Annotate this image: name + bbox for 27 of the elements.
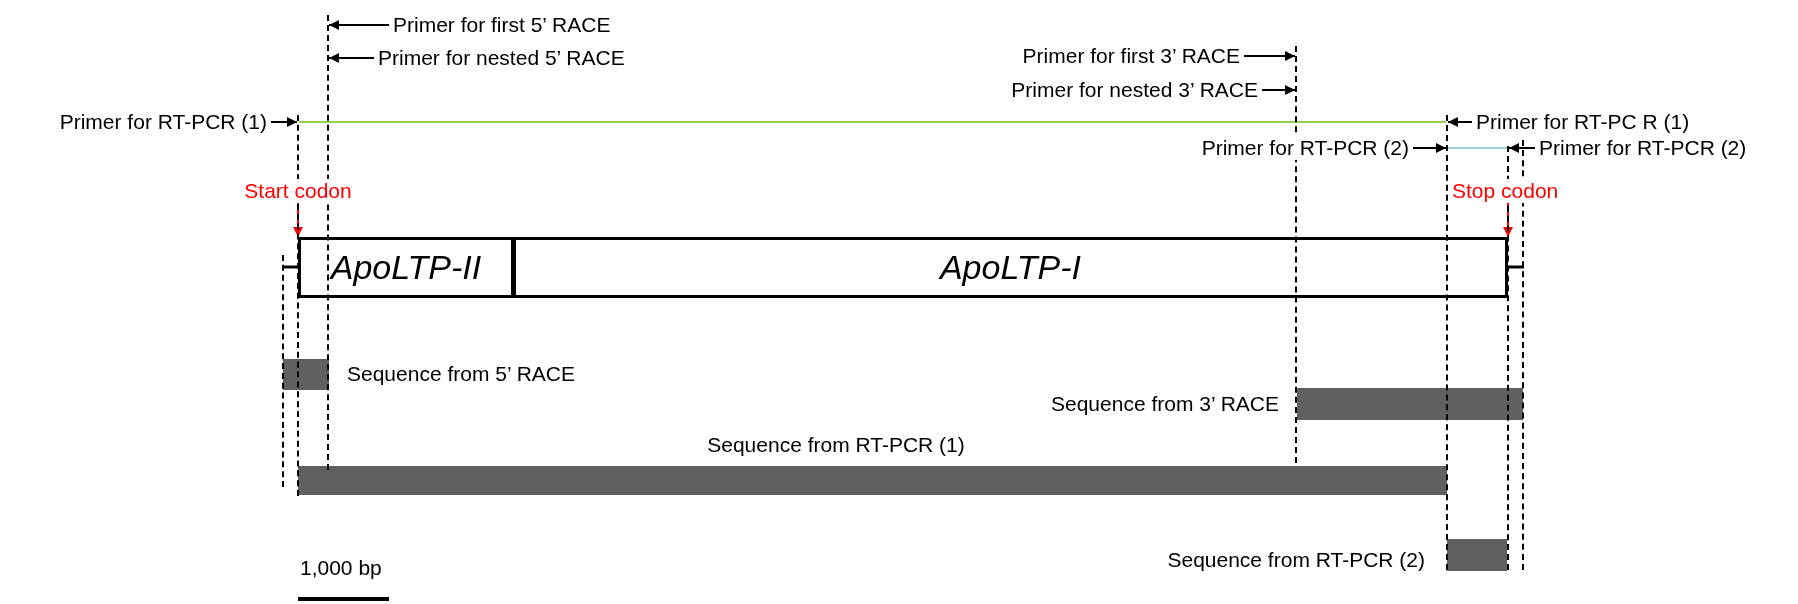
primer-label: Primer for nested 5’ RACE [378, 45, 625, 71]
amplicon-line [1447, 147, 1508, 149]
sequence-label: Sequence from 3’ RACE [1051, 391, 1279, 417]
scale-label: 1,000 bp [300, 555, 382, 581]
gene-segment: ApoLTP-II [298, 237, 514, 298]
arrow [1412, 143, 1447, 153]
codon-label: Stop codon [1452, 178, 1559, 204]
primer-label: Primer for nested 3’ RACE [1011, 77, 1258, 103]
arrow [1243, 51, 1296, 61]
arrow [328, 20, 390, 30]
primer-label: Primer for RT-PCR (1) [59, 109, 267, 135]
primer-label: Primer for first 5’ RACE [393, 12, 611, 38]
amplicon-line [298, 121, 1447, 123]
arrow [1261, 85, 1296, 95]
gene-segment: ApoLTP-I [513, 237, 1508, 298]
primer-label: Primer for RT-PC R (1) [1476, 109, 1690, 135]
arrow [270, 117, 298, 127]
sequence-label: Sequence from RT-PCR (2) [1167, 547, 1425, 573]
arrow [328, 53, 375, 63]
primer-label: Primer for first 3’ RACE [1022, 43, 1240, 69]
primer-label: Primer for RT-PCR (2) [1201, 135, 1409, 161]
sequence-label: Sequence from RT-PCR (1) [707, 432, 965, 458]
arrow [1508, 143, 1536, 153]
primer-label: Primer for RT-PCR (2) [1539, 135, 1747, 161]
arrow [1447, 117, 1473, 127]
sequence-label: Sequence from 5’ RACE [347, 361, 575, 387]
codon-label: Start codon [244, 178, 352, 204]
